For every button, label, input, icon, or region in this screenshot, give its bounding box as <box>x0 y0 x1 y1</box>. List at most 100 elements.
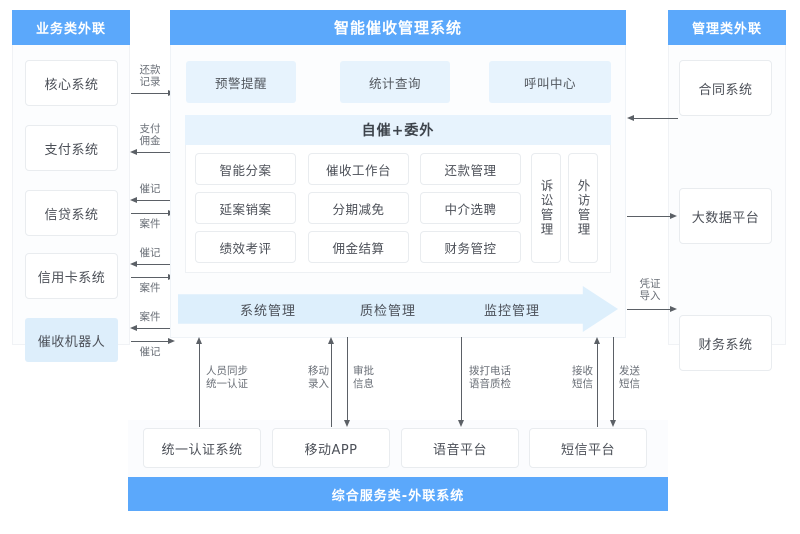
left-item-creditcard-system[interactable]: 信用卡系统 <box>25 253 118 299</box>
arrowhead-up-unified-auth <box>196 337 202 344</box>
left-item-core-system[interactable]: 核心系统 <box>25 60 118 106</box>
connector-line-approval-info <box>347 337 349 421</box>
band-label-quality-management[interactable]: 质检管理 <box>359 304 416 319</box>
arrowhead-right-reminder-3 <box>168 338 175 344</box>
right-item-bigdata-platform[interactable]: 大数据平台 <box>679 188 772 244</box>
connector-line-bigdata <box>627 216 671 218</box>
module-agency-recruitment[interactable]: 中介选聘 <box>420 192 521 224</box>
arrowhead-left-commission <box>130 149 137 155</box>
connector-line-receive-sms <box>597 343 599 427</box>
module-call-center[interactable]: 呼叫中心 <box>489 61 611 103</box>
module-warning-reminder[interactable]: 预警提醒 <box>186 61 296 103</box>
connector-label-case-2: 案件 <box>130 282 170 294</box>
connector-line-mobile-entry <box>331 343 333 427</box>
label-line-2: 统一认证 <box>206 378 248 390</box>
connector-line-commission <box>136 152 171 154</box>
label-line-2: 语音质检 <box>469 378 511 390</box>
left-item-credit-system[interactable]: 信贷系统 <box>25 190 118 236</box>
label-line-1: 拨打电话 <box>469 365 511 377</box>
module-commission-settlement[interactable]: 佣金结算 <box>308 231 409 263</box>
label-line-1: 还款 <box>139 64 161 76</box>
service-voice-platform[interactable]: 语音平台 <box>401 428 519 468</box>
label-line-1: 催记 <box>139 247 161 259</box>
arrowhead-left-case-3 <box>130 325 137 331</box>
arrowhead-right-bigdata <box>670 213 677 219</box>
connector-label-voice-quality: 拨打电话 语音质检 <box>469 365 527 391</box>
arrowhead-down-approval-info <box>344 420 350 427</box>
connector-line-case-3 <box>136 328 171 330</box>
connector-line-contract <box>634 118 678 120</box>
right-item-finance-system[interactable]: 财务系统 <box>679 315 772 371</box>
connector-line-voucher <box>627 309 671 311</box>
label-line-1: 人员同步 <box>206 365 248 377</box>
connector-label-reminder-1: 催记 <box>130 183 170 195</box>
module-collection-workbench[interactable]: 催收工作台 <box>308 153 409 185</box>
service-mobile-app[interactable]: 移动APP <box>272 428 390 468</box>
arrowhead-up-receive-sms <box>594 337 600 344</box>
label-line-2: 案件 <box>139 282 161 294</box>
arrowhead-left-reminder-2 <box>130 261 137 267</box>
label-line-1: 移动 <box>308 365 329 377</box>
label-line-2: 佣金 <box>139 135 161 147</box>
connector-label-case-3: 案件 <box>130 311 170 323</box>
connector-line-repayment <box>131 93 169 95</box>
module-litigation-management[interactable]: 诉讼管理 <box>531 153 561 263</box>
band-label-monitoring-management[interactable]: 监控管理 <box>483 304 540 319</box>
service-unified-auth-system[interactable]: 统一认证系统 <box>143 428 261 468</box>
connector-label-send-sms: 发送 短信 <box>619 365 649 391</box>
band-label-system-management[interactable]: 系统管理 <box>239 304 296 319</box>
label-line-1: 接收 <box>572 365 593 377</box>
arrowhead-left-reminder-1 <box>130 197 137 203</box>
label-line-2: 信息 <box>353 378 374 390</box>
left-item-collection-robot[interactable]: 催收机器人 <box>25 318 118 362</box>
arrowhead-down-voice-quality <box>458 420 464 427</box>
arrowhead-right-voucher <box>670 306 677 312</box>
connector-line-reminder-2 <box>136 264 171 266</box>
label-line-1: 案件 <box>139 311 161 323</box>
connector-line-unified-auth <box>199 343 201 427</box>
module-statistics-query[interactable]: 统计查询 <box>340 61 450 103</box>
connector-line-voice-quality <box>461 337 463 421</box>
group-title-self-and-outsource: 自催+委外 <box>185 115 611 145</box>
connector-line-case-1 <box>131 213 169 215</box>
module-installment-reduction[interactable]: 分期减免 <box>308 192 409 224</box>
connector-label-reminder-2: 催记 <box>130 247 170 259</box>
label-line-1: 支付 <box>139 123 161 135</box>
right-column-header: 管理类外联 <box>668 10 786 45</box>
connector-label-voucher-import: 凭证 导入 <box>628 278 672 302</box>
label-line-1: 发送 <box>619 365 640 377</box>
arrowhead-left-contract <box>627 115 634 121</box>
connector-label-payment-commission: 支付 佣金 <box>130 123 170 147</box>
left-column-header: 业务类外联 <box>12 10 130 45</box>
connector-label-unified-auth: 人员同步 统一认证 <box>206 365 264 391</box>
module-repayment-management[interactable]: 还款管理 <box>420 153 521 185</box>
connector-label-reminder-3: 催记 <box>130 346 170 358</box>
label-line-2: 记录 <box>139 76 161 88</box>
label-line-2: 短信 <box>619 378 640 390</box>
connector-line-case-2 <box>131 277 169 279</box>
arrowhead-down-send-sms <box>610 420 616 427</box>
label-line-2: 催记 <box>139 346 161 358</box>
arrowhead-up-mobile-entry <box>328 337 334 344</box>
service-sms-platform[interactable]: 短信平台 <box>529 428 647 468</box>
connector-label-approval-info: 审批 信息 <box>353 365 383 391</box>
module-outreach-management[interactable]: 外访管理 <box>568 153 598 263</box>
connector-line-send-sms <box>613 337 615 421</box>
label-line-2: 案件 <box>139 218 161 230</box>
connector-line-reminder-3 <box>131 341 169 343</box>
label-line-1: 凭证 <box>639 278 661 290</box>
label-line-1: 催记 <box>139 183 161 195</box>
module-smart-allocation[interactable]: 智能分案 <box>195 153 296 185</box>
left-item-payment-system[interactable]: 支付系统 <box>25 125 118 171</box>
connector-label-receive-sms: 接收 短信 <box>565 365 593 391</box>
right-item-contract-system[interactable]: 合同系统 <box>679 60 772 116</box>
connector-line-reminder-1 <box>136 200 171 202</box>
module-case-delay-cancel[interactable]: 延案销案 <box>195 192 296 224</box>
connector-label-mobile-entry: 移动 录入 <box>301 365 329 391</box>
connector-label-repayment-record: 还款 记录 <box>130 64 170 88</box>
label-line-1: 审批 <box>353 365 374 377</box>
center-panel-header: 智能催收管理系统 <box>170 10 626 45</box>
module-performance-evaluation[interactable]: 绩效考评 <box>195 231 296 263</box>
module-financial-control[interactable]: 财务管控 <box>420 231 521 263</box>
